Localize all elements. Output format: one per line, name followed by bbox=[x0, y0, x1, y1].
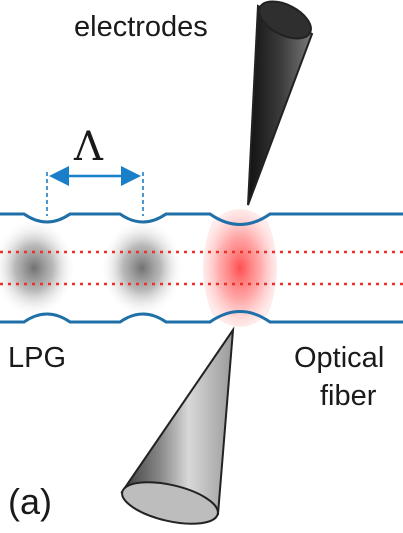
fiber-top-edge bbox=[0, 212, 403, 226]
bottom-electrode-icon bbox=[120, 326, 235, 525]
grating-periods bbox=[0, 218, 184, 318]
optical-fiber-label-line1: Optical bbox=[294, 342, 384, 374]
lpg-label: LPG bbox=[8, 342, 66, 374]
grating-spot-2 bbox=[100, 218, 184, 318]
panel-label: (a) bbox=[8, 481, 52, 522]
optical-fiber bbox=[0, 212, 403, 324]
fiber-bottom-edge bbox=[0, 310, 403, 324]
period-symbol: Λ bbox=[73, 124, 104, 170]
arc-heated-zone bbox=[203, 209, 277, 327]
fiber-core bbox=[0, 250, 403, 286]
top-electrode-icon bbox=[247, 0, 314, 206]
electrodes-label: electrodes bbox=[74, 11, 208, 43]
grating-spot-1 bbox=[0, 218, 76, 318]
optical-fiber-label-line2: fiber bbox=[320, 380, 377, 412]
period-marker bbox=[46, 166, 144, 216]
